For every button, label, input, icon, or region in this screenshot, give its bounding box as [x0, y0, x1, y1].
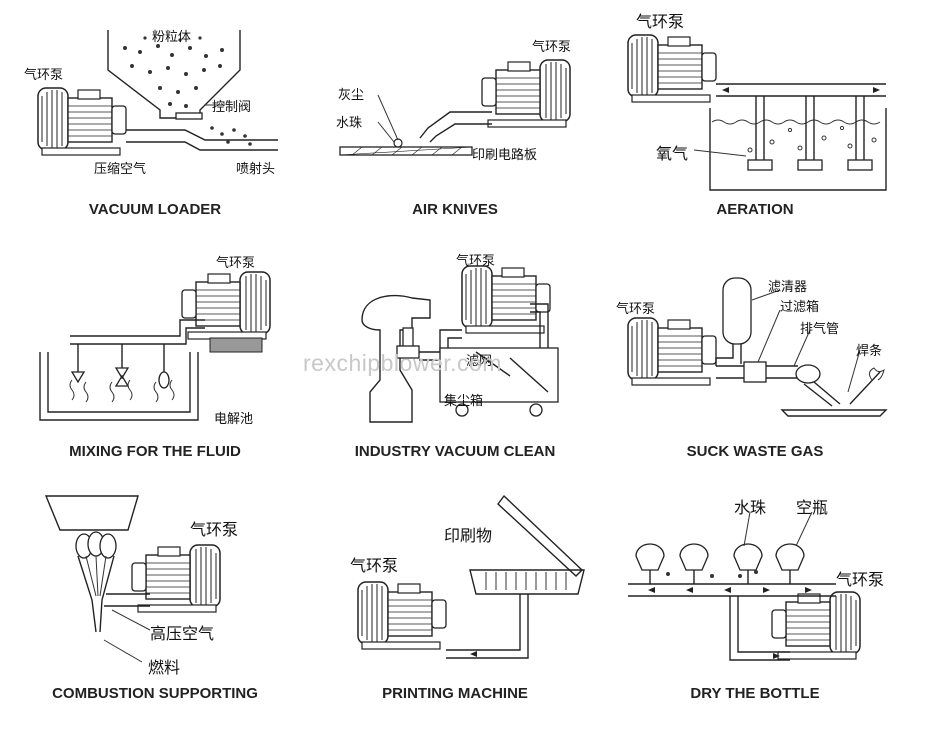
label-p6-blower: 气环泵	[616, 302, 656, 317]
label-p2-pcb: 印刷电路板	[472, 148, 538, 163]
panel-suck-waste-gas	[627, 277, 888, 417]
panel-air-knives	[339, 59, 571, 156]
blower-icon	[771, 591, 861, 660]
label-p9-water: 水珠	[734, 498, 767, 517]
blower-icon	[461, 265, 551, 334]
label-p7-high-pressure-air: 高压空气	[150, 624, 215, 643]
caption-printing-machine: PRINTING MACHINE	[382, 685, 528, 702]
bubbles	[69, 379, 175, 403]
panel-mixing-fluid	[39, 271, 271, 421]
flame-group	[75, 531, 117, 559]
label-p3-oxygen: 氧气	[656, 144, 689, 163]
label-p5-filter-mesh: 滤网	[466, 354, 493, 369]
panel-dry-the-bottle	[628, 511, 861, 661]
caption-mixing-fluid: MIXING FOR THE FLUID	[69, 443, 241, 460]
label-p5-blower: 气环泵	[456, 254, 496, 269]
powder-particles	[123, 36, 224, 108]
panel-aeration	[627, 34, 887, 191]
label-p4-cell: 电解池	[214, 412, 254, 427]
label-p1-valve: 控制阀	[212, 100, 252, 115]
label-p2-water: 水珠	[336, 116, 363, 131]
panel-combustion-supporting	[44, 495, 221, 663]
label-p4-blower: 气环泵	[216, 256, 256, 271]
printing-jets	[485, 572, 567, 590]
caption-aeration: AERATION	[716, 201, 794, 218]
label-p7-fuel: 燃料	[148, 658, 181, 677]
label-p1-nozzle: 喷射头	[236, 162, 276, 177]
blower-icon	[131, 544, 221, 613]
label-p7-blower: 气环泵	[190, 520, 239, 539]
label-p2-blower: 气环泵	[532, 40, 572, 55]
label-p1-compressed-air: 压缩空气	[94, 162, 147, 177]
label-p1-blower: 气环泵	[24, 68, 64, 83]
caption-suck-waste-gas: SUCK WASTE GAS	[686, 443, 824, 460]
caption-combustion-supporting: COMBUSTION SUPPORTING	[52, 685, 258, 702]
aeration-pipes	[747, 96, 873, 171]
bottles	[635, 543, 805, 584]
label-p3-blower: 气环泵	[636, 12, 685, 31]
blower-icon	[627, 34, 717, 103]
panel-printing-machine	[357, 494, 585, 659]
caption-dry-the-bottle: DRY THE BOTTLE	[690, 685, 820, 702]
caption-vacuum-loader: VACUUM LOADER	[88, 201, 222, 218]
caption-industry-vacuum-clean: INDUSTRY VACUUM CLEAN	[354, 443, 556, 460]
label-p8-blower: 气环泵	[350, 556, 399, 575]
label-p8-printed-matter: 印刷物	[444, 526, 493, 545]
blower-icon	[481, 59, 571, 128]
watermark-text: rexchipblower.com	[303, 350, 502, 376]
label-p9-blower: 气环泵	[836, 570, 885, 589]
label-p1-powder: 粉粒体	[152, 30, 192, 45]
label-p5-dust-box: 集尘箱	[444, 394, 484, 409]
blower-icon	[357, 581, 447, 650]
blower-icon	[181, 271, 271, 340]
label-p6-electrode: 焊条	[856, 344, 883, 359]
label-p6-filter: 滤清器	[768, 280, 808, 295]
caption-air-knives: AIR KNIVES	[412, 201, 498, 218]
label-p9-empty-bottle: 空瓶	[796, 498, 829, 517]
label-p2-dust: 灰尘	[338, 88, 365, 103]
blower-icon	[627, 317, 717, 386]
blower-icon	[37, 87, 127, 156]
label-p6-exhaust: 排气管	[800, 322, 840, 337]
label-p6-filter-box: 过滤箱	[780, 300, 820, 315]
panel-industry-vacuum-clean	[361, 265, 559, 423]
panel-vacuum-loader	[37, 30, 278, 156]
